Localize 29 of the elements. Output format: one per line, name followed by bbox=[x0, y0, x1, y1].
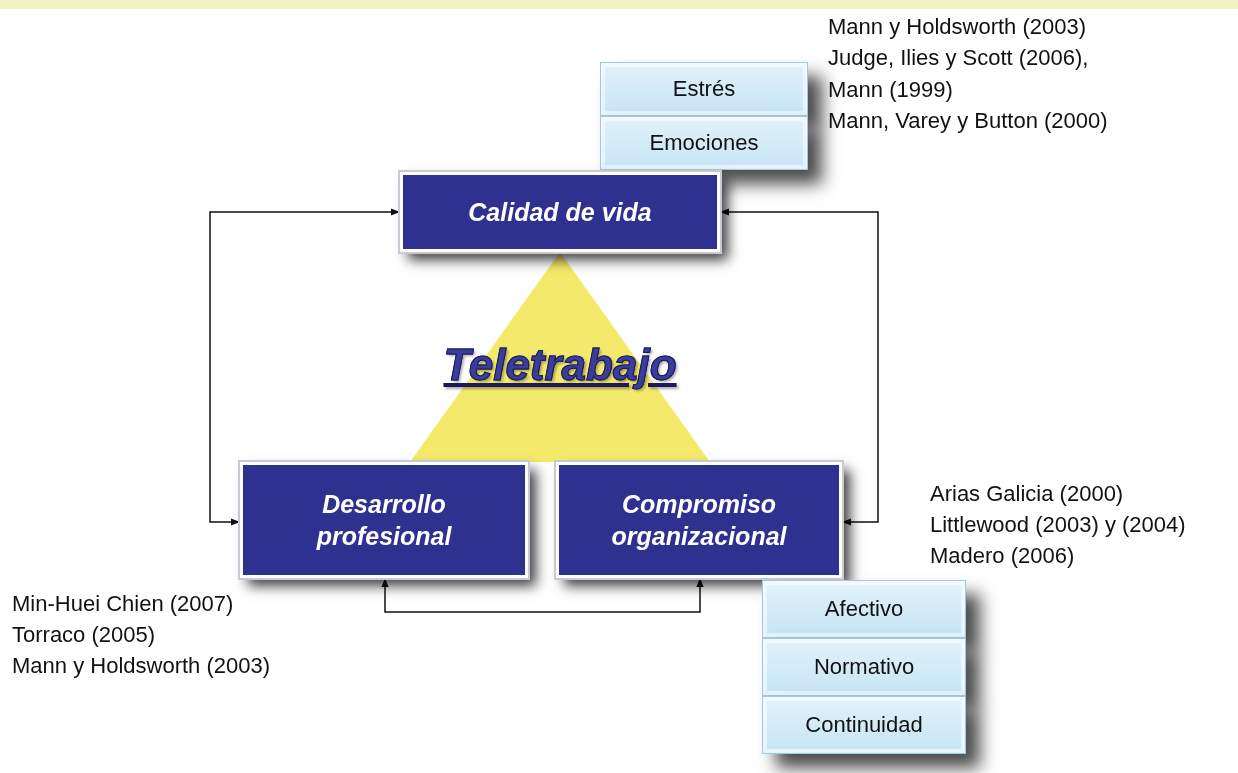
node-label: Afectivo bbox=[824, 596, 904, 622]
connector-arrow bbox=[209, 208, 401, 526]
category-band bbox=[762, 638, 966, 696]
reference-text: Torraco (2005) bbox=[12, 622, 156, 648]
category-band bbox=[762, 696, 966, 754]
reference-text: Madero (2006) bbox=[930, 543, 1075, 569]
node-label: Desarrollo profesional bbox=[315, 488, 453, 552]
connector-arrow bbox=[381, 577, 704, 613]
connector-arrow bbox=[719, 208, 879, 526]
node-label: Normativo bbox=[813, 654, 915, 680]
concept-box bbox=[400, 172, 720, 252]
reference-text: Arias Galicia (2000) bbox=[930, 481, 1124, 507]
reference-text: Mann, Varey y Button (2000) bbox=[828, 108, 1108, 134]
reference-text: Mann y Holdsworth (2003) bbox=[12, 653, 270, 679]
concept-box bbox=[556, 462, 842, 578]
category-band bbox=[762, 580, 966, 638]
category-band bbox=[600, 116, 808, 170]
reference-text: Littlewood (2003) y (2004) bbox=[930, 512, 1186, 538]
reference-text: Min-Huei Chien (2007) bbox=[12, 591, 234, 617]
node-label: Estrés bbox=[672, 76, 736, 102]
node-label: Emociones bbox=[649, 130, 759, 156]
reference-text: Judge, Ilies y Scott (2006), bbox=[828, 45, 1089, 71]
node-label: Calidad de vida bbox=[468, 196, 652, 228]
node-label: Continuidad bbox=[805, 712, 923, 738]
node-label: Compromiso organizacional bbox=[610, 488, 788, 552]
reference-text: Mann (1999) bbox=[828, 77, 953, 103]
reference-text: Mann y Holdsworth (2003) bbox=[828, 14, 1086, 40]
category-band bbox=[600, 62, 808, 116]
concept-box bbox=[240, 462, 528, 578]
